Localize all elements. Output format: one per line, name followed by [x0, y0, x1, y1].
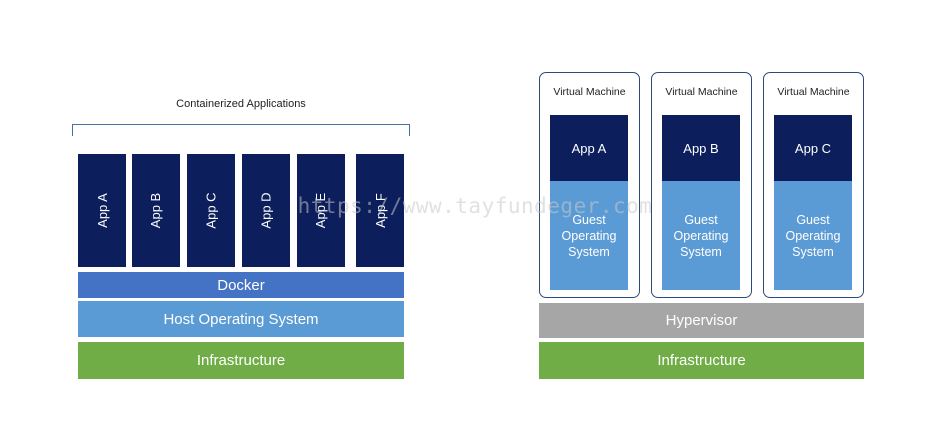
vm-1-title: Virtual Machine: [553, 86, 626, 98]
container-app-c: App C: [187, 154, 235, 267]
vm-1-app: App A: [550, 115, 628, 181]
vm-3-guest-os: Guest Operating System: [774, 181, 852, 290]
vm-2-guest-os: Guest Operating System: [662, 181, 740, 290]
container-app-f-label: App F: [372, 193, 388, 228]
container-app-b-label: App B: [148, 192, 164, 229]
container-app-f: App F: [356, 154, 404, 267]
container-app-a-label: App A: [94, 193, 110, 228]
vm-2-app: App B: [662, 115, 740, 181]
containerized-apps-bracket: [72, 124, 410, 136]
containerized-applications-caption: Containerized Applications: [176, 98, 306, 110]
vm-3-title: Virtual Machine: [777, 86, 850, 98]
right-infrastructure-layer: Infrastructure: [539, 342, 864, 379]
vm-1-guest-os: Guest Operating System: [550, 181, 628, 290]
hypervisor-layer: Hypervisor: [539, 303, 864, 338]
container-app-a: App A: [78, 154, 126, 267]
container-app-e: App E: [297, 154, 345, 267]
container-app-c-label: App C: [203, 192, 219, 229]
container-app-b: App B: [132, 154, 180, 267]
host-os-layer: Host Operating System: [78, 301, 404, 337]
vm-2-title: Virtual Machine: [665, 86, 738, 98]
container-app-e-label: App E: [313, 192, 329, 229]
docker-layer: Docker: [78, 272, 404, 298]
left-infrastructure-layer: Infrastructure: [78, 342, 404, 379]
vm-3-app: App C: [774, 115, 852, 181]
container-app-d: App D: [242, 154, 290, 267]
container-app-d-label: App D: [258, 192, 274, 229]
